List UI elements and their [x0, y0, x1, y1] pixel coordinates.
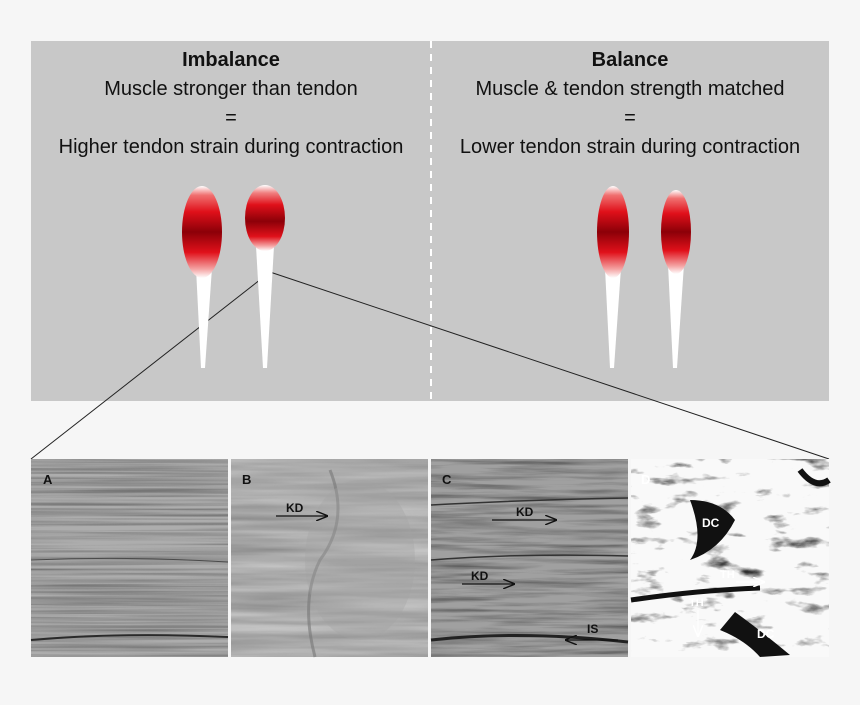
label-kd-c1: KD — [516, 505, 534, 519]
balance-line2: Lower tendon strain during contraction — [431, 133, 829, 162]
label-is-c: IS — [587, 622, 598, 636]
micrograph-c — [431, 459, 628, 657]
label-th-d2: TH — [689, 597, 704, 609]
imbalance-line2: Higher tendon strain during contraction — [31, 133, 431, 162]
balance-title: Balance — [431, 46, 829, 75]
micrograph-a-letter: A — [43, 472, 53, 487]
imbalance-title: Imbalance — [31, 46, 431, 75]
label-dc-d1: DC — [702, 516, 720, 530]
micrograph-a — [31, 459, 228, 657]
label-dc-d2: DC — [757, 627, 775, 641]
balance-equals: = — [431, 104, 829, 133]
micrograph-d — [631, 459, 829, 657]
micrograph-b — [231, 459, 428, 657]
micrograph-b-letter: B — [242, 472, 251, 487]
imbalance-line1: Muscle stronger than tendon — [31, 75, 431, 104]
label-kd-c2: KD — [471, 569, 489, 583]
imbalance-equals: = — [31, 104, 431, 133]
micrograph-d-letter: D — [641, 472, 650, 487]
micrograph-c-letter: C — [442, 472, 452, 487]
balance-line1: Muscle & tendon strength matched — [431, 75, 829, 104]
label-kd-b: KD — [286, 501, 304, 515]
label-th-d1: TH — [720, 569, 735, 581]
